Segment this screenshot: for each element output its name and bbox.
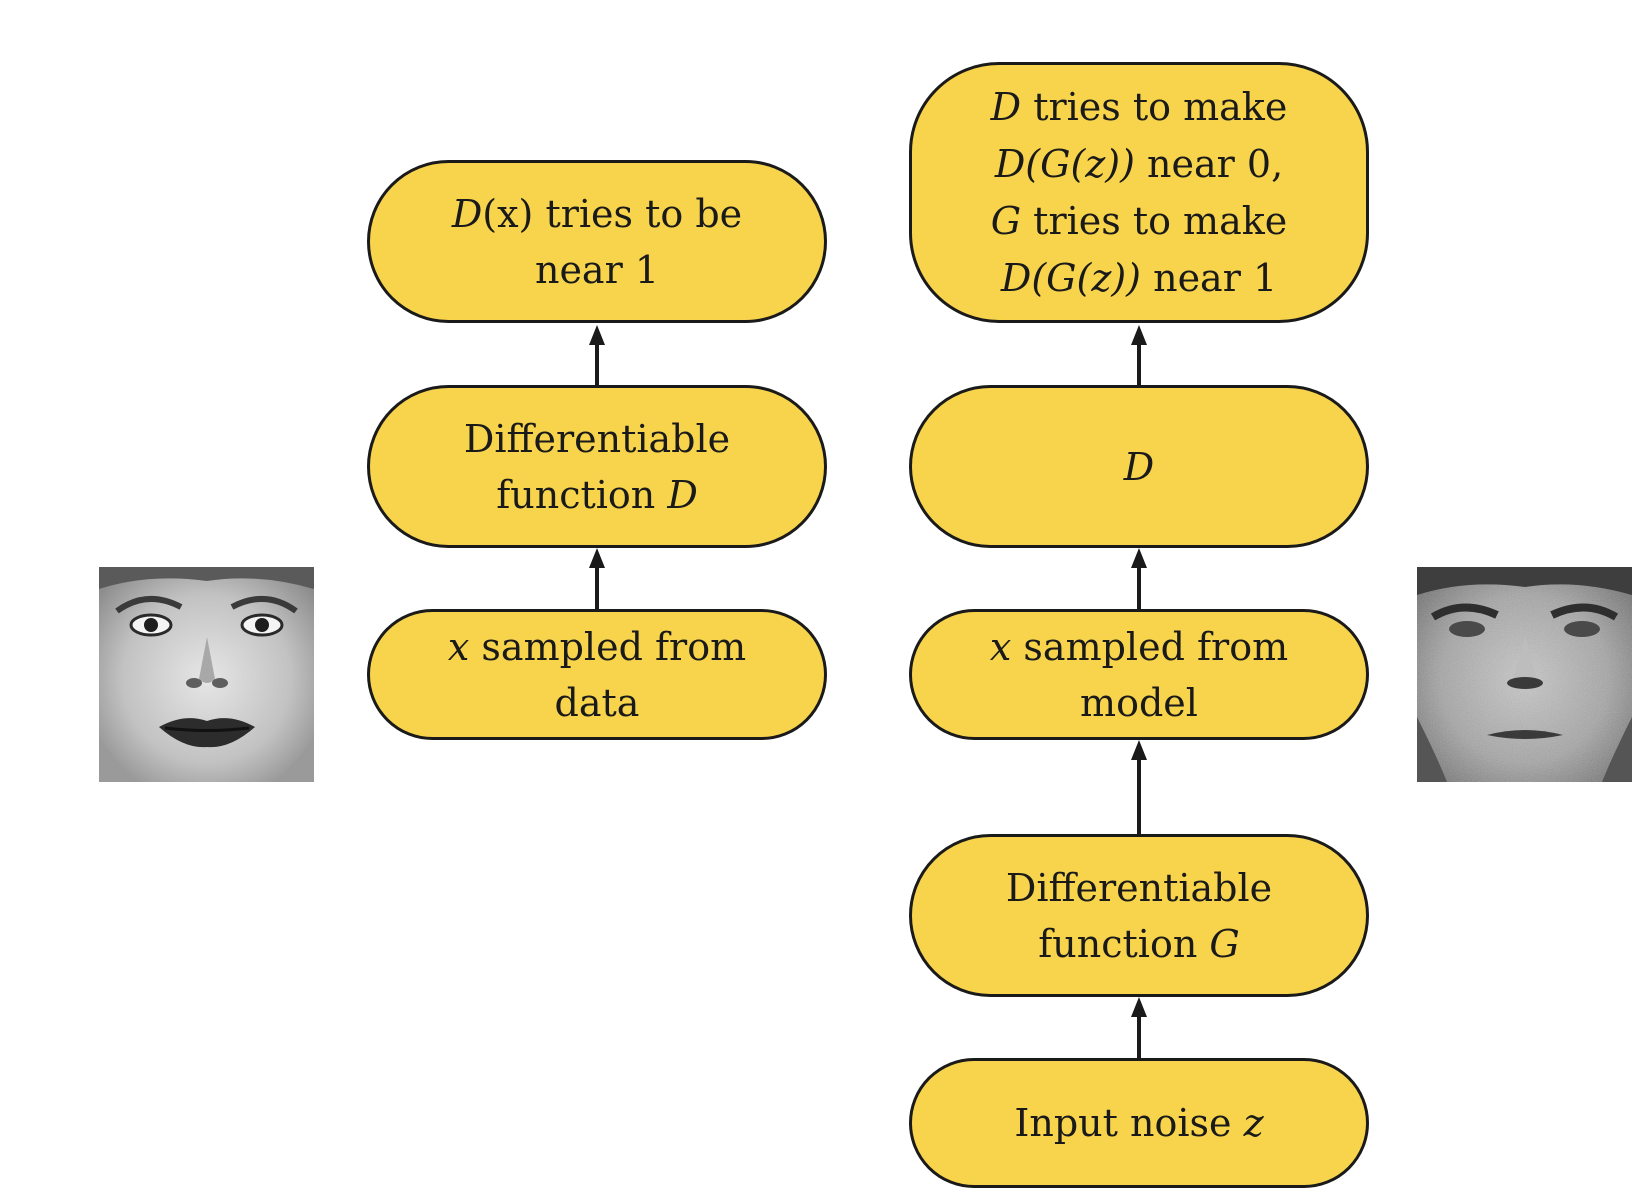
node-discriminator-right: D: [909, 385, 1369, 548]
adversarial-goal-line-4: D(G(z)) near 1: [1000, 255, 1278, 300]
adversarial-goal-line-2: D(G(z)) near 0,: [994, 141, 1284, 186]
model-sample-line-2: model: [1080, 680, 1198, 725]
generated-face-image: [1417, 567, 1632, 782]
node-input-noise: Input noise z: [909, 1058, 1369, 1188]
data-sample-line-1: x sampled from: [447, 624, 747, 669]
adversarial-goal-line-3: G tries to make: [990, 198, 1288, 243]
data-sample-line-2: data: [554, 680, 640, 725]
generator-line-1: Differentiable: [1005, 865, 1273, 910]
arrow-right-d-to-top: [1131, 325, 1147, 385]
node-generator: Differentiable function G: [909, 834, 1369, 997]
node-discriminator-left: Differentiable function D: [367, 385, 827, 548]
real-goal-line-1: D(x) tries to be: [451, 191, 743, 236]
real-goal-line-2: near 1: [534, 247, 660, 292]
generator-line-2: function G: [1038, 921, 1240, 966]
arrow-right-sampled-to-d: [1131, 548, 1147, 609]
arrow-left-bottom-to-middle: [589, 548, 605, 609]
node-data-sample: x sampled from data: [367, 609, 827, 740]
arrow-right-generator-to-sampled: [1131, 740, 1147, 834]
node-real-output-goal: D(x) tries to be near 1: [367, 160, 827, 323]
input-noise-label: Input noise z: [1014, 1101, 1264, 1145]
discriminator-left-line-2: function D: [496, 472, 698, 517]
node-model-sample: x sampled from model: [909, 609, 1369, 740]
real-face-image: [99, 567, 314, 782]
arrow-right-noise-to-generator: [1131, 997, 1147, 1058]
model-sample-line-1: x sampled from: [989, 624, 1289, 669]
arrow-left-middle-to-top: [589, 325, 605, 385]
adversarial-goal-line-1: D tries to make: [990, 84, 1288, 129]
discriminator-right-label: D: [1123, 444, 1155, 489]
node-adversarial-goal: D tries to make D(G(z)) near 0, G tries …: [909, 62, 1369, 323]
discriminator-left-line-1: Differentiable: [463, 416, 731, 461]
